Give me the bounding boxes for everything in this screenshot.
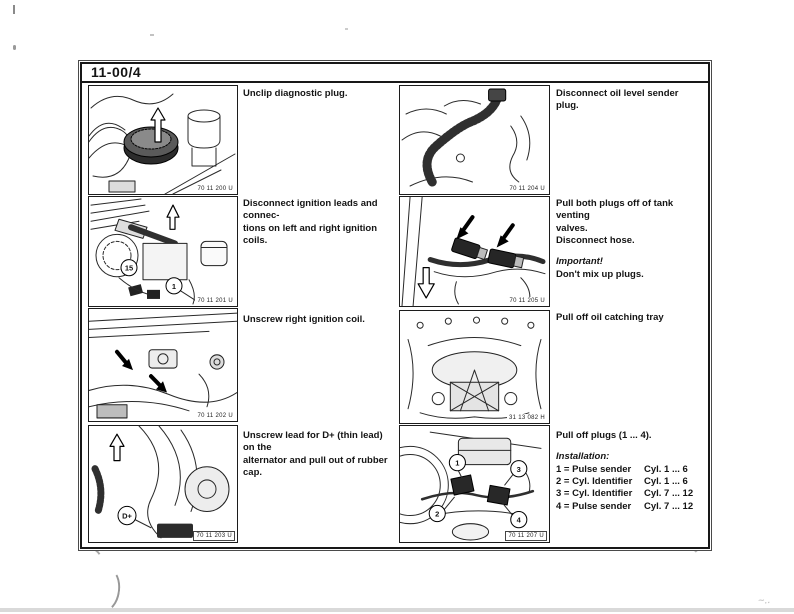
arrow-up-icon [166, 204, 180, 230]
figure-alternator-d-plus: D+ 70 11 203 U [88, 425, 238, 543]
figure-code: 70 11 207 U [505, 531, 547, 541]
svg-text:D+: D+ [122, 512, 132, 521]
arrow-up-icon [150, 107, 166, 143]
caption-ignition-leads: Disconnect ignition leads and connec- ti… [243, 198, 378, 247]
svg-text:15: 15 [125, 264, 133, 273]
figure-illustration: D+ [91, 426, 230, 539]
svg-text:4: 4 [517, 516, 522, 525]
figure-oil-level-sender: 70 11 204 U [399, 85, 550, 195]
figure-code: 70 11 203 U [193, 531, 235, 541]
caption-alternator-d-plus: Unscrew lead for D+ (thin lead) on the a… [243, 430, 388, 479]
callout-badge: 3 [510, 460, 528, 478]
figure-illustration [89, 312, 237, 419]
figure-oil-catching-tray: 31 13 082 H [399, 310, 550, 424]
callout-badge: 4 [510, 510, 528, 529]
page-title: 11-00/4 [91, 64, 142, 80]
figure-pulse-sender-plugs: 1 3 2 4 70 11 207 U [399, 425, 550, 543]
scan-artifact [89, 566, 123, 614]
pencil-mark: ~.. [757, 593, 772, 608]
callout-badge: D+ [117, 505, 137, 526]
figure-illustration [401, 197, 546, 306]
caption-oil-level-sender: Disconnect oil level sender plug. [556, 88, 679, 112]
figure-code: 70 11 200 U [195, 185, 235, 193]
figure-code: 70 11 201 U [195, 297, 235, 305]
scan-artifact [345, 28, 348, 30]
arrow-down-left-icon [496, 223, 515, 248]
figure-code: 70 11 202 U [195, 412, 235, 420]
scan-edge [0, 608, 794, 612]
figure-code: 70 11 205 U [507, 297, 547, 305]
arrow-down-left-icon [456, 215, 475, 240]
scan-artifact [13, 5, 15, 14]
callout-badge: 15 [120, 259, 138, 277]
figure-illustration: 15 1 [90, 198, 228, 305]
installation-label: Installation: [556, 451, 610, 463]
figure-illustration [401, 88, 531, 187]
figure-unclip-diagnostic-plug: 70 11 200 U [88, 85, 238, 195]
arrow-up-icon [109, 433, 125, 462]
svg-text:3: 3 [517, 465, 521, 474]
caption-unclip-diagnostic-plug: Unclip diagnostic plug. [243, 88, 348, 99]
scan-artifact [13, 45, 16, 50]
figure-illustration [89, 93, 236, 194]
arrow-down-icon [417, 267, 435, 299]
caption-pulse-sender-plugs: Pull off plugs (1 ... 4). Installation: … [556, 430, 704, 513]
arrow-down-right-icon [149, 374, 167, 393]
svg-text:1: 1 [455, 459, 459, 468]
important-label: Important! [556, 256, 603, 268]
page-header: 11-00/4 [82, 64, 708, 83]
callout-badge: 1 [165, 277, 183, 295]
figure-ignition-leads: 15 1 70 11 201 U [88, 196, 238, 307]
arrow-down-right-icon [115, 349, 133, 371]
figure-code: 31 13 082 H [507, 414, 547, 422]
figure-code: 70 11 204 U [507, 185, 547, 193]
callout-badge: 2 [428, 504, 446, 523]
figure-tank-venting-valves: 70 11 205 U [399, 196, 550, 307]
svg-text:2: 2 [435, 510, 439, 519]
figure-right-ignition-coil: 70 11 202 U [88, 308, 238, 422]
callout-badge: 1 [448, 453, 466, 472]
caption-oil-catching-tray: Pull off oil catching tray [556, 312, 664, 323]
important-note: Don't mix up plugs. [556, 268, 644, 280]
page-frame: 11-00/4 70 11 200 U Unclip diagnostic pl… [80, 62, 710, 549]
figure-illustration: 1 3 2 4 [400, 431, 542, 541]
scan-artifact [150, 34, 154, 36]
caption-tank-venting-valves: Pull both plugs off of tank venting valv… [556, 198, 701, 281]
caption-right-ignition-coil: Unscrew right ignition coil. [243, 314, 365, 325]
figure-illustration [407, 316, 542, 419]
svg-text:1: 1 [172, 282, 176, 291]
